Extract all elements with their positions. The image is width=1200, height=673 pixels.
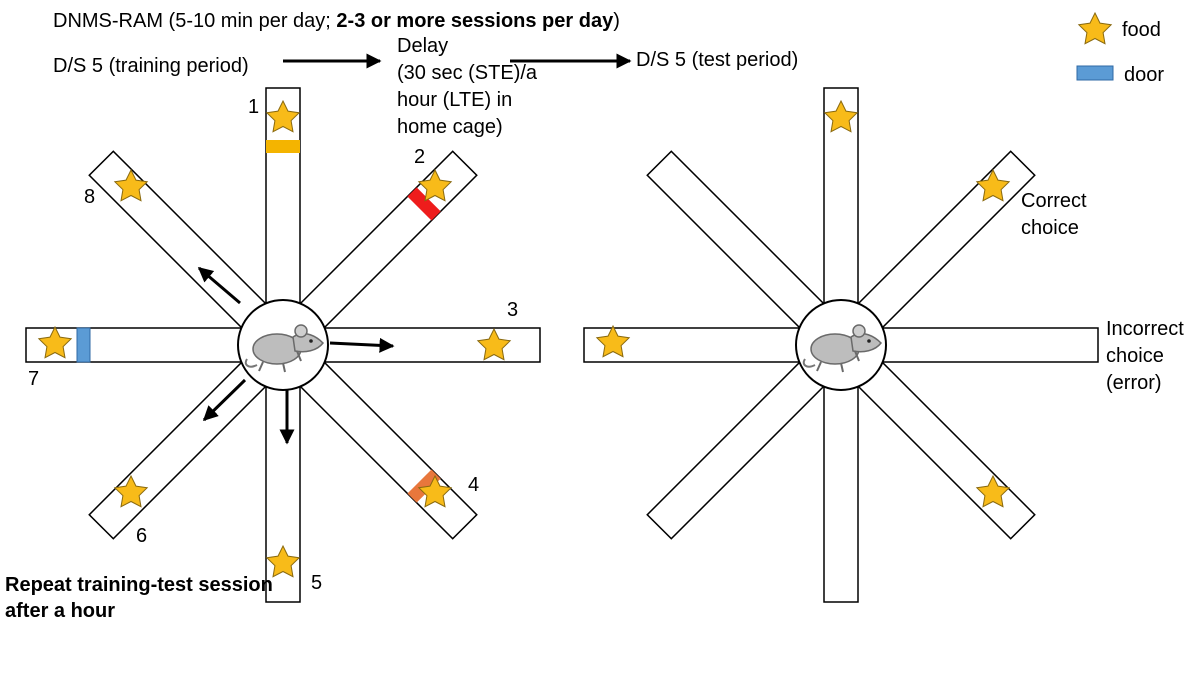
star-icon bbox=[1077, 11, 1113, 45]
delay-line-2: (30 sec (STE)/a bbox=[397, 62, 538, 84]
test-arm-2 bbox=[857, 150, 1036, 329]
star-icon bbox=[265, 544, 301, 578]
move-arrow-arm-8 bbox=[197, 266, 241, 305]
protocol-bold: 2-3 or more sessions per day bbox=[336, 10, 614, 32]
training-arm-2 bbox=[299, 150, 478, 329]
star-icon bbox=[417, 474, 453, 508]
star-icon bbox=[823, 99, 859, 133]
training-period-label: D/S 5 (training period) bbox=[53, 55, 249, 77]
incorrect-choice-line-1: Incorrect bbox=[1106, 318, 1184, 340]
door-arm-1 bbox=[266, 140, 300, 153]
star-icon bbox=[476, 327, 512, 361]
delay-line-3: hour (LTE) in bbox=[397, 89, 513, 111]
arm-number-5: 5 bbox=[311, 572, 323, 594]
test-arm-8 bbox=[646, 150, 825, 329]
training-arm-4 bbox=[299, 361, 478, 540]
star-icon bbox=[975, 168, 1011, 202]
move-arrow-arm-6 bbox=[202, 378, 247, 422]
legend-door-label: door bbox=[1124, 64, 1165, 86]
test-maze bbox=[583, 87, 1099, 603]
test-arm-3 bbox=[882, 327, 1099, 363]
repeat-line-1: Repeat training-test session bbox=[5, 574, 273, 596]
arm-number-6: 6 bbox=[136, 525, 148, 547]
training-arm-6 bbox=[88, 361, 267, 540]
star-icon bbox=[975, 474, 1011, 508]
star-icon bbox=[595, 324, 631, 358]
arm-number-7: 7 bbox=[28, 368, 40, 390]
delay-line-4: home cage) bbox=[397, 116, 503, 138]
correct-choice-line-2: choice bbox=[1021, 217, 1079, 239]
door-arm-4 bbox=[407, 469, 441, 503]
star-icon bbox=[113, 474, 149, 508]
rat-icon bbox=[244, 324, 324, 373]
incorrect-choice-line-2: choice bbox=[1106, 345, 1164, 367]
test-arm-5 bbox=[823, 386, 859, 603]
door-arm-2 bbox=[407, 187, 441, 221]
correct-choice-line-1: Correct bbox=[1021, 190, 1087, 212]
arm-number-1: 1 bbox=[248, 96, 260, 118]
test-period-label: D/S 5 (test period) bbox=[636, 49, 799, 71]
arm-number-2: 2 bbox=[414, 146, 426, 168]
arm-number-3: 3 bbox=[507, 299, 519, 321]
incorrect-choice-line-3: (error) bbox=[1106, 372, 1162, 394]
protocol-suffix: ) bbox=[613, 10, 620, 32]
door-arm-7 bbox=[76, 327, 91, 363]
arm-number-8: 8 bbox=[84, 186, 96, 208]
rat-icon bbox=[802, 324, 882, 373]
star-icon bbox=[37, 325, 73, 359]
star-icon bbox=[265, 99, 301, 133]
repeat-line-2: after a hour bbox=[5, 600, 116, 622]
protocol-prefix: DNMS-RAM (5-10 min per day; bbox=[53, 10, 337, 32]
move-arrow-arm-3 bbox=[329, 337, 395, 353]
test-arm-6 bbox=[646, 361, 825, 540]
test-arm-4 bbox=[857, 361, 1036, 540]
star-icon bbox=[113, 168, 149, 202]
door-swatch bbox=[1076, 65, 1114, 81]
protocol-title: DNMS-RAM (5-10 min per day; 2-3 or more … bbox=[53, 8, 620, 35]
star-icon bbox=[417, 168, 453, 202]
legend bbox=[1076, 11, 1114, 81]
legend-food-label: food bbox=[1122, 19, 1161, 41]
arm-number-4: 4 bbox=[468, 474, 480, 496]
training-maze bbox=[25, 87, 541, 603]
delay-line-1: Delay bbox=[397, 35, 449, 57]
